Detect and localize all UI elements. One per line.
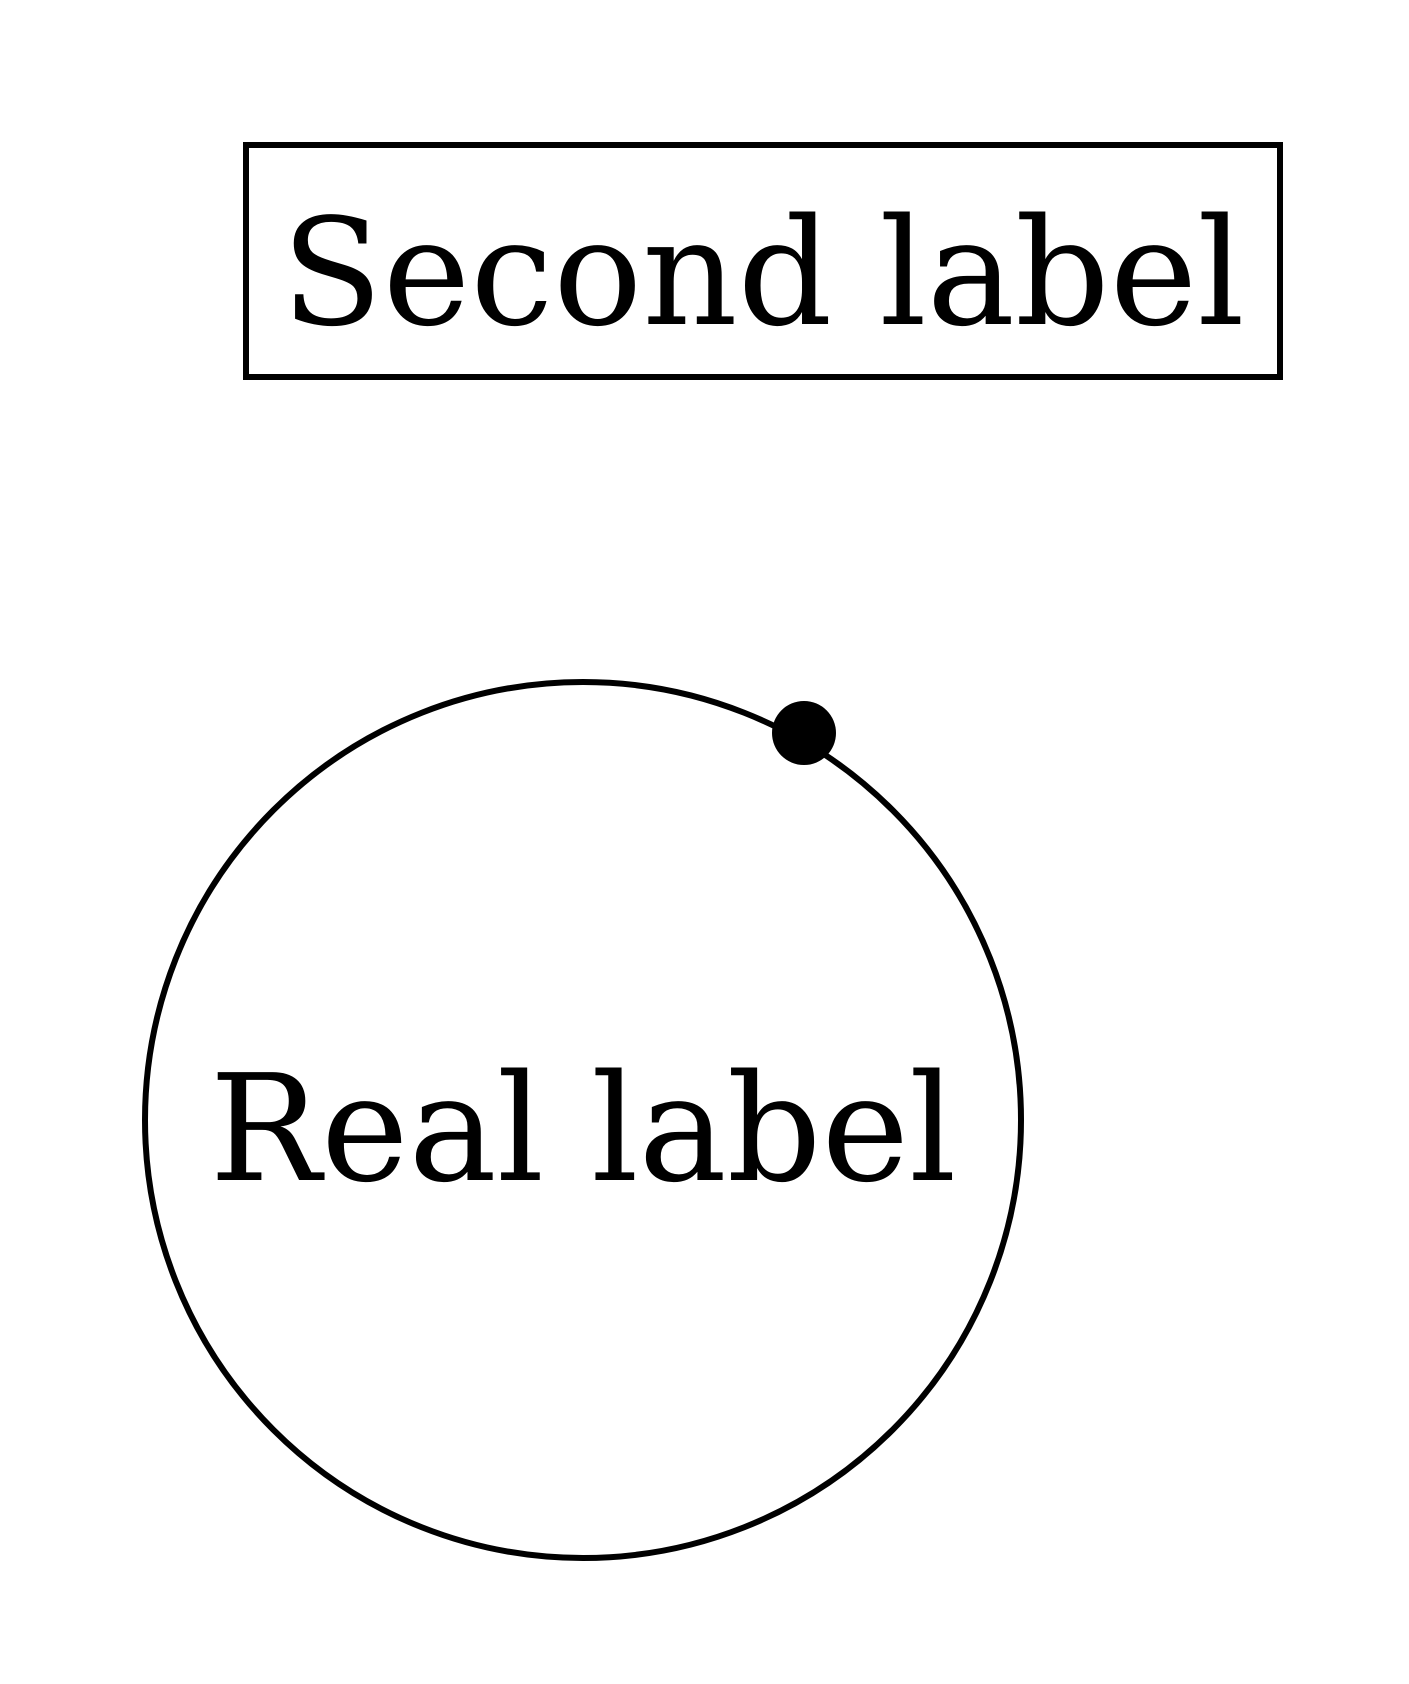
node-circle bbox=[142, 679, 1024, 1561]
real-label-text: Real label bbox=[210, 1043, 957, 1215]
marker-dot bbox=[772, 701, 836, 765]
second-label-box: Second label bbox=[243, 142, 1283, 380]
second-label-frame bbox=[243, 142, 1283, 380]
second-label-text: Second label bbox=[281, 187, 1244, 359]
real-label-node: Real label bbox=[142, 679, 1024, 1561]
